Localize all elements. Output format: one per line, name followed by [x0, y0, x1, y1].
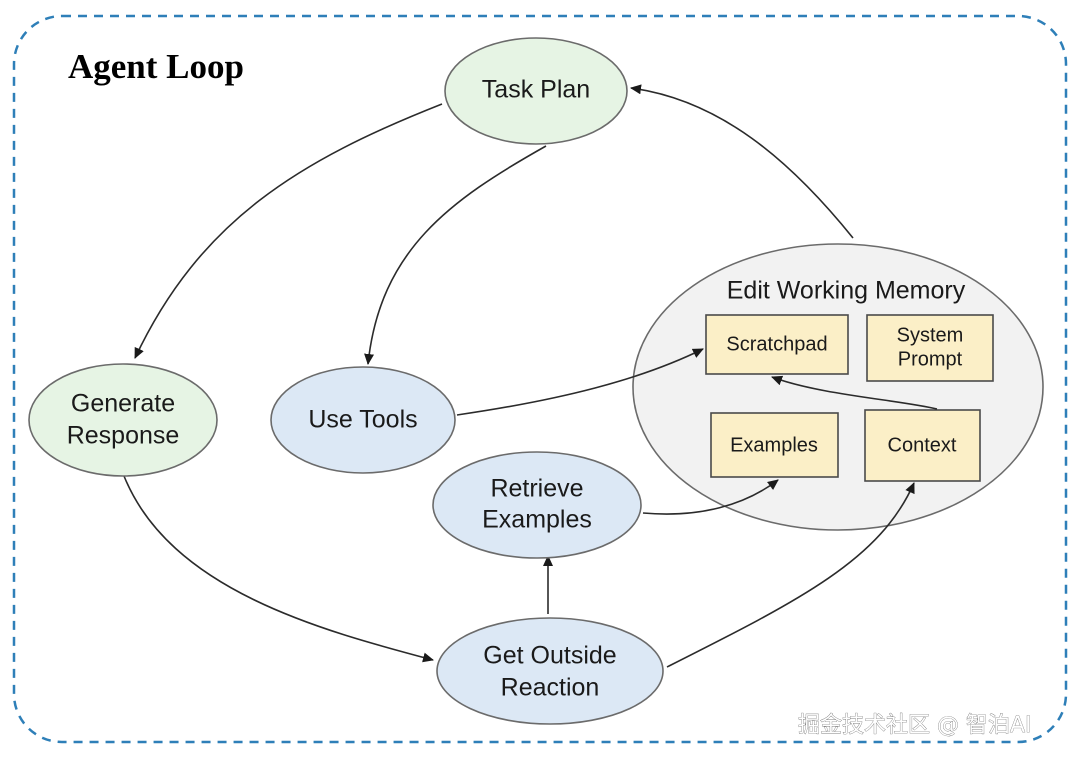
task-plan-node: Task Plan — [444, 37, 628, 145]
edge-memory-to-taskplan — [630, 84, 854, 239]
retrieve-examples-label-line1: Retrieve — [490, 475, 583, 503]
edge-taskplan-to-usetools — [364, 145, 547, 365]
edge-reaction-to-context — [666, 482, 915, 668]
diagram-title: Agent Loop — [68, 47, 244, 86]
edge-context-to-scratchpad — [771, 375, 938, 410]
context-label: Context — [888, 434, 957, 456]
get-outside-reaction-node: Get Outside Reaction — [436, 617, 664, 725]
edge-usetools-to-scratchpad — [456, 348, 704, 416]
generate-response-label-line2: Response — [67, 422, 180, 450]
scratchpad-box: Scratchpad — [705, 314, 849, 375]
use-tools-node: Use Tools — [270, 366, 456, 474]
system-prompt-box: System Prompt — [866, 314, 994, 382]
retrieve-examples-label-line2: Examples — [482, 506, 592, 534]
system-prompt-label-line1: System — [897, 324, 964, 346]
generate-response-label-line1: Generate — [71, 390, 175, 418]
edge-retrieve-to-examples — [642, 479, 779, 515]
task-plan-label: Task Plan — [482, 76, 590, 104]
get-outside-reaction-label-line1: Get Outside — [483, 642, 616, 670]
working-memory-title: Edit Working Memory — [727, 277, 966, 305]
edge-generate-to-reaction — [123, 475, 434, 663]
system-prompt-label-line2: Prompt — [898, 348, 963, 370]
examples-label: Examples — [730, 434, 818, 456]
edge-taskplan-to-generate — [134, 103, 443, 359]
context-box: Context — [864, 409, 981, 482]
get-outside-reaction-label-line2: Reaction — [501, 674, 600, 702]
examples-box: Examples — [710, 412, 839, 478]
scratchpad-label: Scratchpad — [726, 333, 827, 355]
generate-response-node: Generate Response — [28, 363, 218, 477]
watermark-text: 掘金技术社区 @ 智泊AI — [798, 713, 1032, 738]
outer-dashed-border — [12, 14, 1068, 744]
use-tools-label: Use Tools — [308, 406, 417, 434]
retrieve-examples-node: Retrieve Examples — [432, 451, 642, 559]
